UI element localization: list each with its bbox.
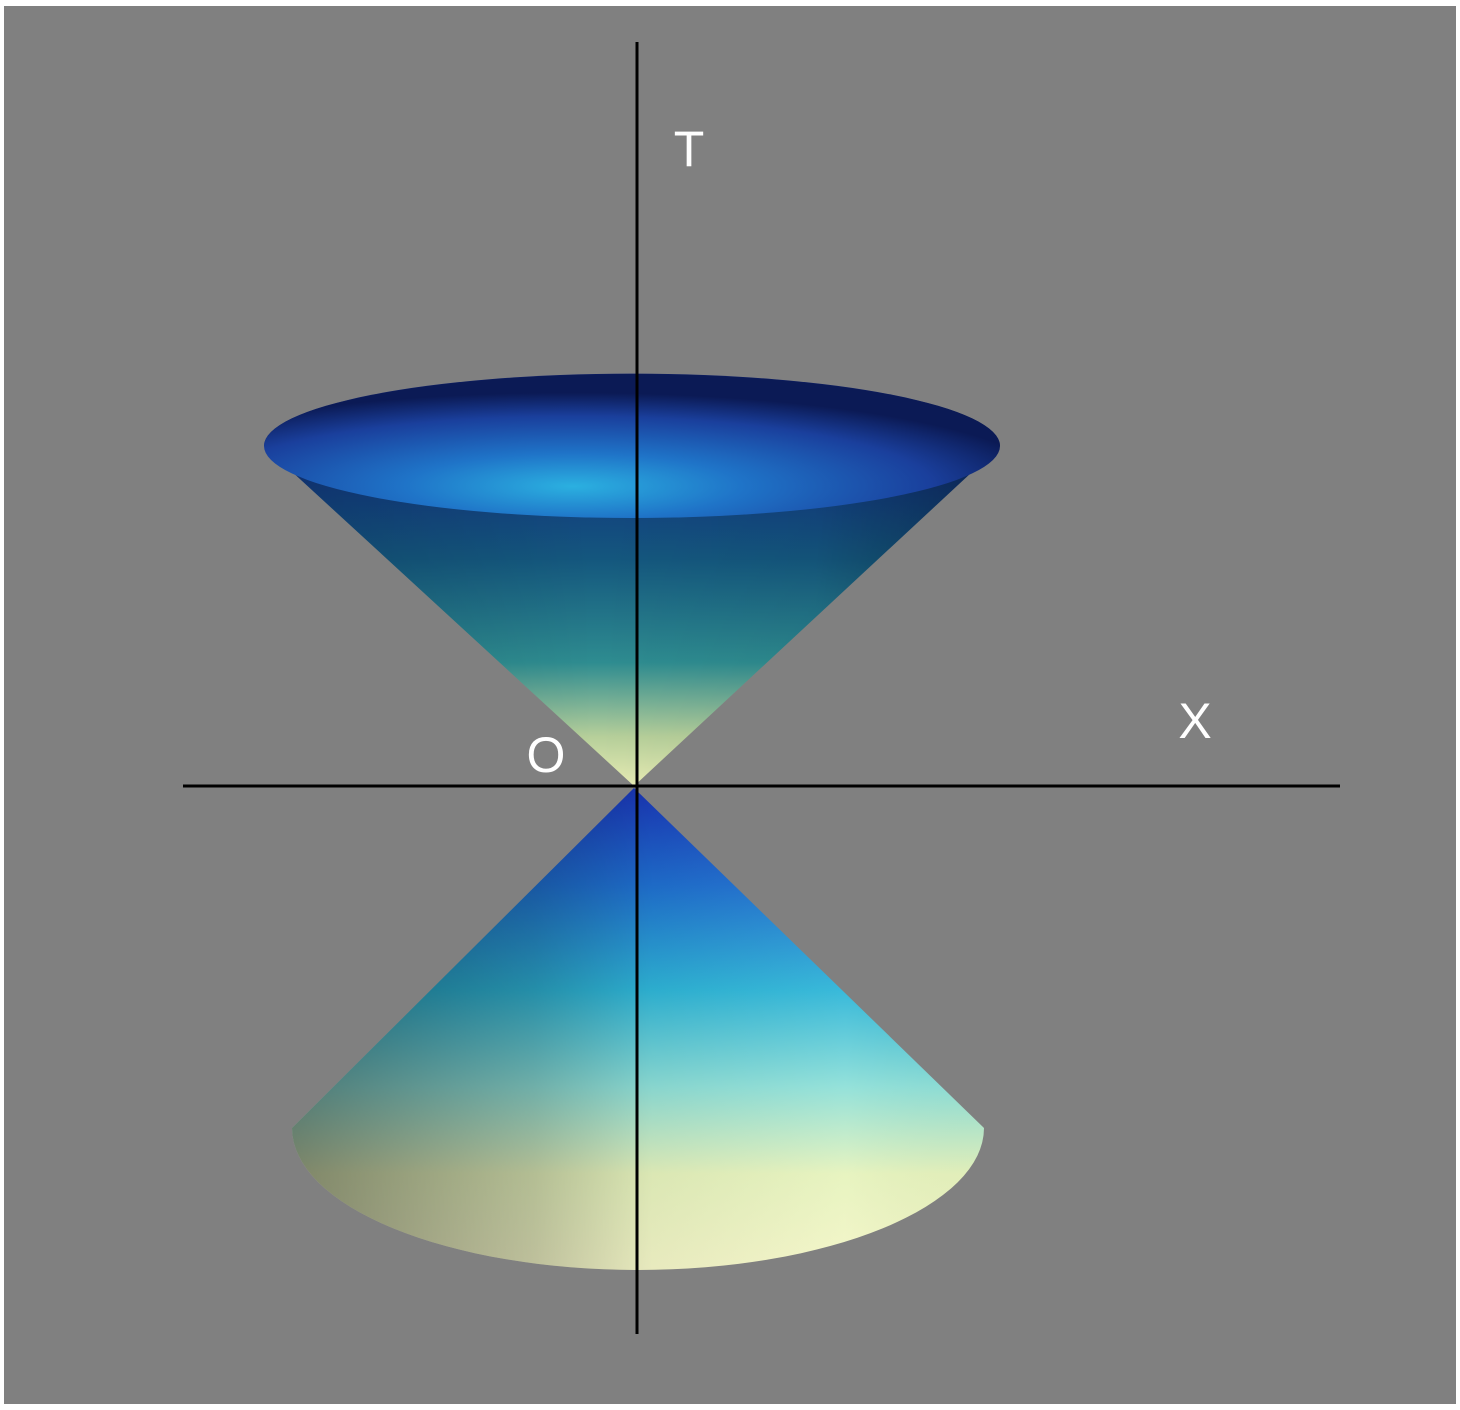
time-axis-label: T [674, 121, 705, 177]
future-light-cone [264, 373, 1000, 786]
space-axis-label: X [1178, 693, 1211, 749]
origin-label: O [527, 727, 566, 783]
future-cone-opening [264, 374, 1000, 518]
